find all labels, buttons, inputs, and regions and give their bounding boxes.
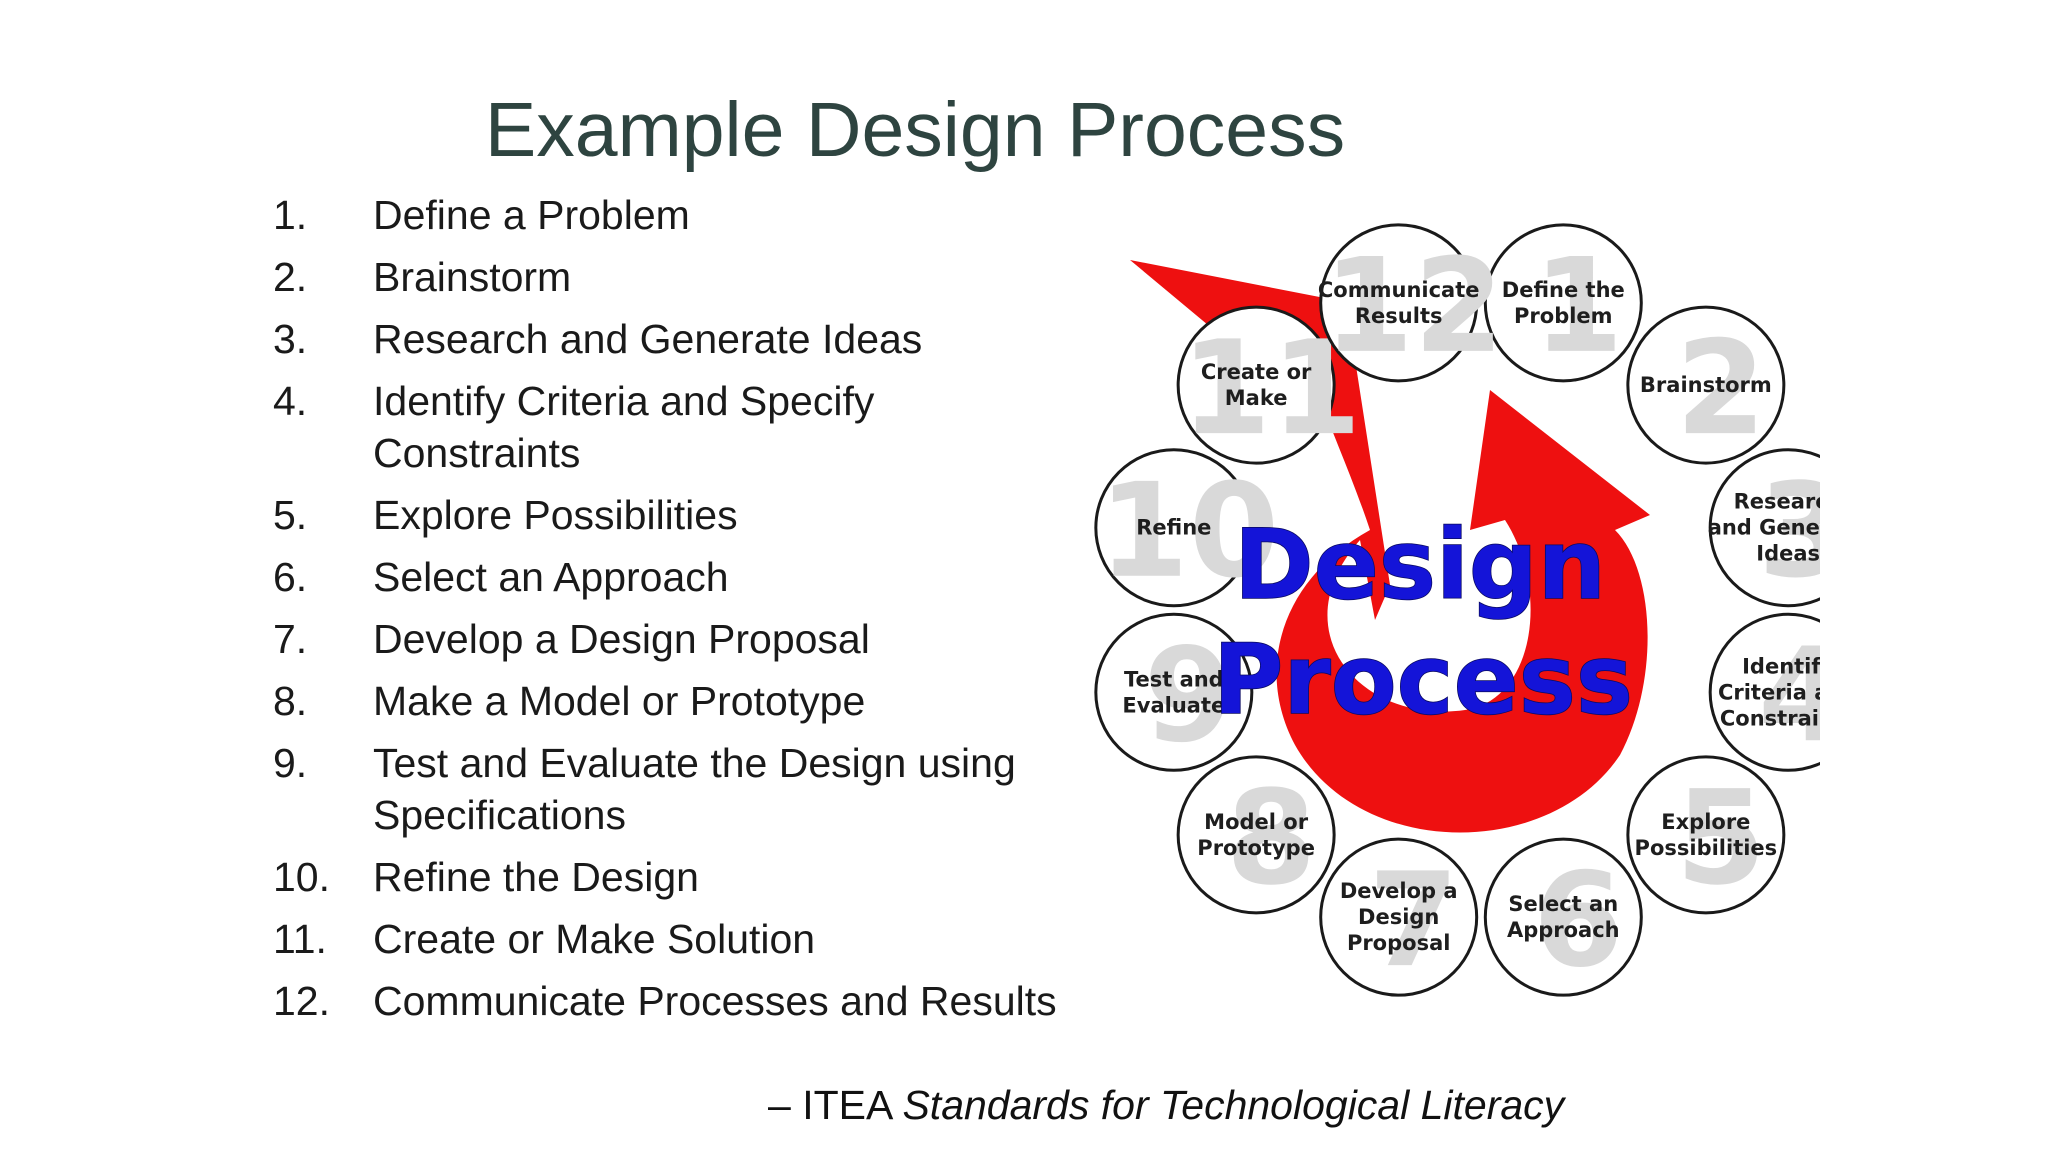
list-item: 11.Create or Make Solution	[273, 914, 1153, 966]
step-circle-label: Constraints	[1720, 706, 1820, 730]
list-item: 4.Identify Criteria and Specify Constrai…	[273, 376, 993, 479]
step-number: 3.	[273, 314, 373, 366]
step-circle-label: Make	[1225, 386, 1288, 410]
step-circle-label: Problem	[1514, 304, 1613, 328]
step-circle-label: Design	[1358, 905, 1439, 929]
step-circle-label: Explore	[1661, 810, 1750, 834]
step-circle-label: Possibilities	[1635, 836, 1778, 860]
slide-title: Example Design Process	[0, 92, 1830, 169]
step-circle-label: Test and	[1124, 667, 1224, 691]
step-circle-label: Evaluate	[1122, 693, 1225, 717]
step-text: Identify Criteria and Specify Constraint…	[373, 376, 993, 479]
step-circle-label: Ideas	[1756, 542, 1820, 566]
citation-prefix: – ITEA	[768, 1082, 902, 1128]
list-item: 5.Explore Possibilities	[273, 490, 1153, 542]
list-item: 8.Make a Model or Prototype	[273, 676, 1153, 728]
step-circle-label: Create or	[1201, 360, 1312, 384]
list-item: 9.Test and Evaluate the Design using Spe…	[273, 738, 1093, 841]
step-number: 1.	[273, 190, 373, 242]
step-number: 4.	[273, 376, 373, 479]
step-circle-label: Select an	[1508, 892, 1618, 916]
step-circle-label: Prototype	[1197, 836, 1315, 860]
step-number: 2.	[273, 252, 373, 304]
center-title-process: Process	[1213, 624, 1633, 736]
step-circle-label: Research	[1734, 490, 1820, 514]
step-number: 10.	[273, 852, 373, 904]
step-circle-label: Results	[1355, 304, 1443, 328]
step-number: 5.	[273, 490, 373, 542]
step-text: Test and Evaluate the Design using Speci…	[373, 738, 1093, 841]
step-circle-label: Identify	[1742, 654, 1820, 678]
list-item: 7.Develop a Design Proposal	[273, 614, 1153, 666]
step-number: 12.	[273, 976, 373, 1028]
list-item: 3.Research and Generate Ideas	[273, 314, 1153, 366]
list-item: 12.Communicate Processes and Results	[273, 976, 1153, 1028]
citation-source: Standards for Technological Literacy	[902, 1082, 1564, 1128]
step-circle-label: Brainstorm	[1640, 373, 1772, 397]
step-circle-4: 4IdentifyCriteria andConstraints	[1710, 614, 1820, 771]
step-circle-label: Communicate	[1318, 278, 1480, 302]
list-item: 2.Brainstorm	[273, 252, 1153, 304]
center-title-design: Design	[1234, 509, 1606, 621]
step-number: 6.	[273, 552, 373, 604]
citation: – ITEA Standards for Technological Liter…	[768, 1080, 1564, 1130]
step-number: 11.	[273, 914, 373, 966]
step-number: 7.	[273, 614, 373, 666]
step-circle-label: Model or	[1204, 810, 1309, 834]
list-item: 1.Define a Problem	[273, 190, 1153, 242]
step-circle-label: Develop a	[1340, 879, 1458, 903]
step-circle-label: and Generate	[1708, 516, 1820, 540]
list-item: 6.Select an Approach	[273, 552, 1153, 604]
step-number: 9.	[273, 738, 373, 841]
step-circle-label: Define the	[1502, 278, 1625, 302]
step-circle-3: 3Researchand GenerateIdeas	[1708, 450, 1820, 607]
step-circle-label: Proposal	[1347, 931, 1451, 955]
design-steps-list: 1.Define a Problem 2.Brainstorm 3.Resear…	[273, 190, 1153, 1038]
list-item: 10.Refine the Design	[273, 852, 1153, 904]
step-number: 8.	[273, 676, 373, 728]
step-circle-label: Approach	[1507, 918, 1620, 942]
step-circle-label: Refine	[1136, 516, 1211, 540]
step-circle-label: Criteria and	[1718, 680, 1820, 704]
